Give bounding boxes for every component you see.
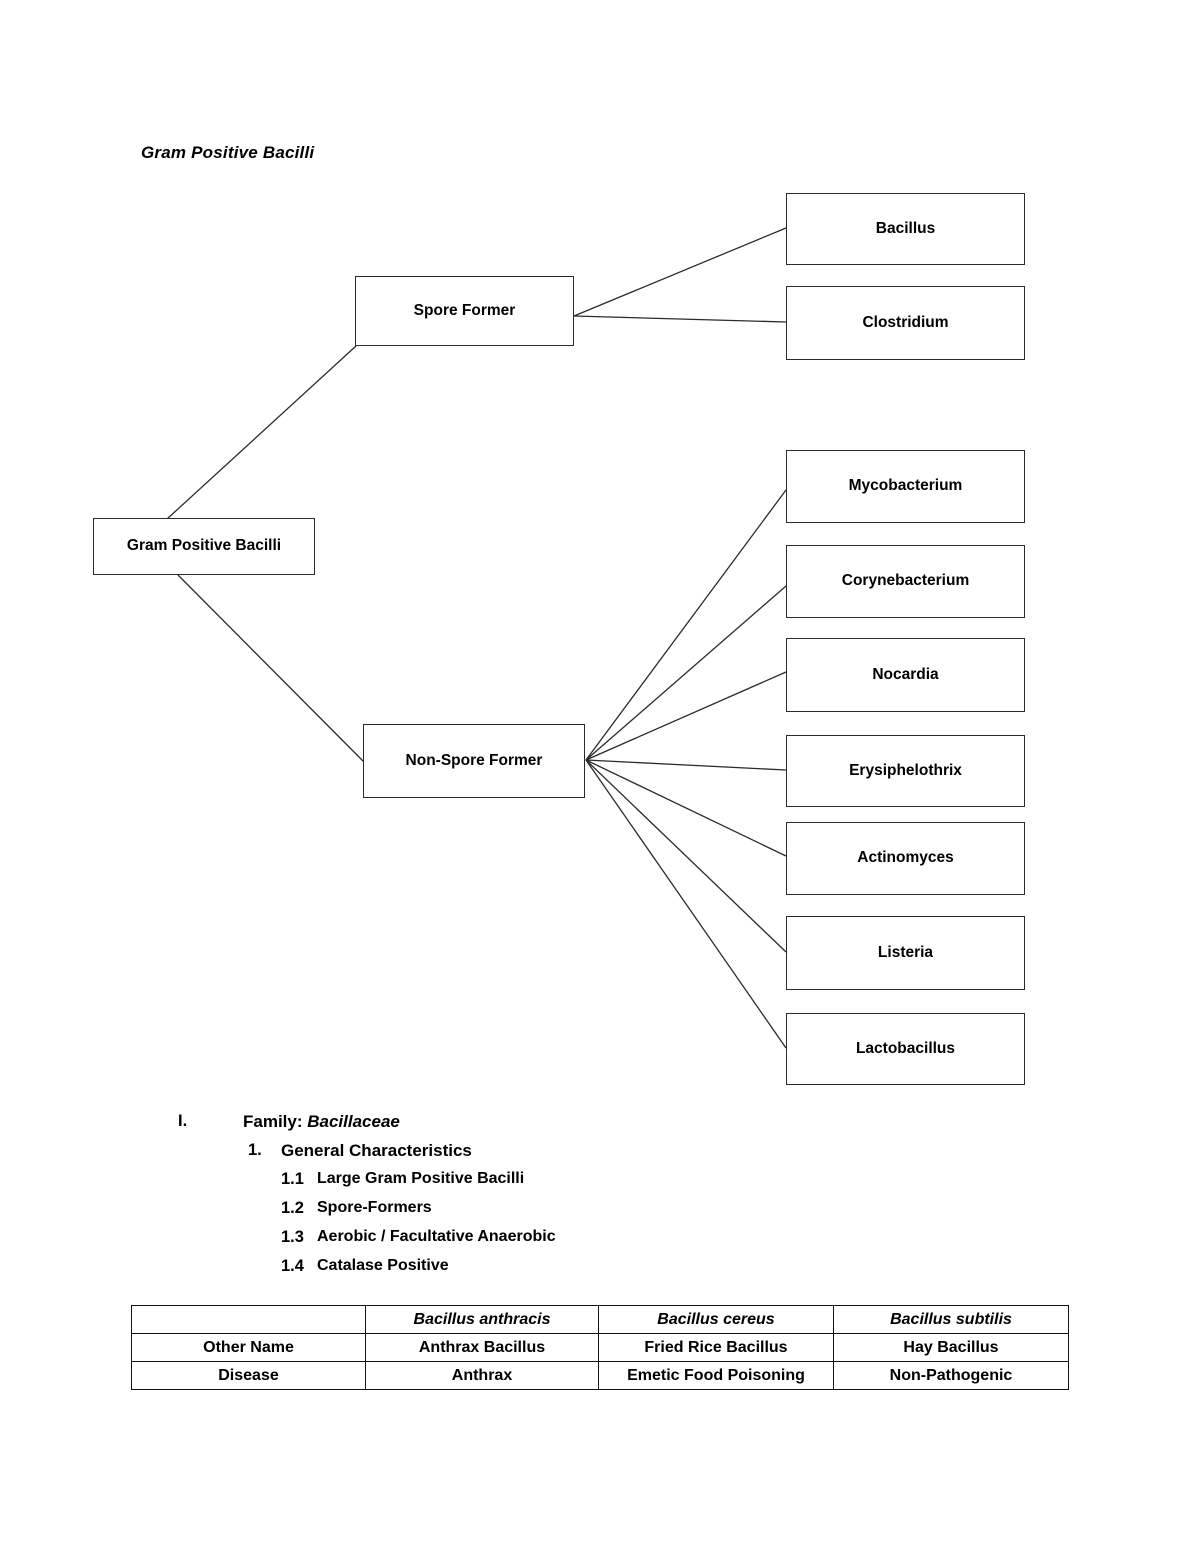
node-label: Bacillus bbox=[875, 219, 936, 237]
node-spore-former[interactable]: Spore Former bbox=[355, 276, 574, 346]
table-cell: Anthrax Bacillus bbox=[365, 1333, 599, 1362]
table-header-cell-subtilis: Bacillus subtilis bbox=[833, 1305, 1069, 1334]
outline-marker: 1. bbox=[248, 1141, 262, 1159]
node-label: Erysiphelothrix bbox=[849, 761, 962, 779]
outline-marker: 1.4 bbox=[281, 1257, 304, 1275]
table-header-cell-blank bbox=[131, 1305, 366, 1334]
outline-marker: 1.2 bbox=[281, 1199, 304, 1217]
diagram-connectors bbox=[166, 227, 787, 1049]
node-clostridium[interactable]: Clostridium bbox=[786, 286, 1025, 360]
outline-text-prefix: Family: bbox=[243, 1112, 308, 1131]
outline-text: Spore-Formers bbox=[317, 1199, 432, 1216]
table-row-label: Disease bbox=[131, 1361, 366, 1390]
table-body: Other Name Anthrax Bacillus Fried Rice B… bbox=[131, 1333, 1069, 1390]
node-nocardia[interactable]: Nocardia bbox=[786, 638, 1025, 712]
table-row: Disease Anthrax Emetic Food Poisoning No… bbox=[131, 1361, 1069, 1390]
node-gram-positive-bacilli[interactable]: Gram Positive Bacilli bbox=[93, 518, 315, 575]
outline-text: Large Gram Positive Bacilli bbox=[317, 1170, 525, 1187]
outline-item-1-3: 1.3 Aerobic / Facultative Anaerobic bbox=[0, 1228, 1200, 1257]
outline-text: General Characteristics bbox=[281, 1141, 472, 1160]
outline-text-italic: Bacillaceae bbox=[307, 1112, 400, 1131]
table-cell: Fried Rice Bacillus bbox=[598, 1333, 834, 1362]
outline-text: Family: Bacillaceae bbox=[243, 1112, 400, 1132]
node-mycobacterium[interactable]: Mycobacterium bbox=[786, 450, 1025, 523]
outline-text: Catalase Positive bbox=[317, 1257, 449, 1274]
table-header-row: Bacillus anthracis Bacillus cereus Bacil… bbox=[131, 1305, 1069, 1334]
outline-marker: 1.1 bbox=[281, 1170, 304, 1188]
table-cell: Emetic Food Poisoning bbox=[598, 1361, 834, 1390]
node-actinomyces[interactable]: Actinomyces bbox=[786, 822, 1025, 895]
outline-item-family: I. Family: Bacillaceae bbox=[0, 1112, 1200, 1141]
outline-item-1-2: 1.2 Spore-Formers bbox=[0, 1199, 1200, 1228]
outline-item-general-characteristics: 1. General Characteristics bbox=[0, 1141, 1200, 1170]
node-listeria[interactable]: Listeria bbox=[786, 916, 1025, 990]
table-row: Other Name Anthrax Bacillus Fried Rice B… bbox=[131, 1333, 1069, 1362]
node-corynebacterium[interactable]: Corynebacterium bbox=[786, 545, 1025, 618]
table-row-label: Other Name bbox=[131, 1333, 366, 1362]
node-label: Mycobacterium bbox=[848, 477, 963, 495]
node-label: Nocardia bbox=[872, 665, 939, 683]
outline-marker: I. bbox=[178, 1112, 188, 1130]
node-label: Listeria bbox=[877, 943, 934, 961]
node-non-spore-former[interactable]: Non-Spore Former bbox=[363, 724, 585, 798]
table-cell: Anthrax bbox=[365, 1361, 599, 1390]
bacillus-comparison-table: Bacillus anthracis Bacillus cereus Bacil… bbox=[131, 1305, 1069, 1390]
table-header-cell-cereus: Bacillus cereus bbox=[598, 1305, 834, 1334]
node-erysiphelothrix[interactable]: Erysiphelothrix bbox=[786, 735, 1025, 807]
page-title: Gram Positive Bacilli bbox=[141, 143, 315, 162]
table-cell: Hay Bacillus bbox=[833, 1333, 1069, 1362]
node-label: Clostridium bbox=[862, 313, 949, 331]
table-header: Bacillus anthracis Bacillus cereus Bacil… bbox=[131, 1305, 1069, 1334]
outline-item-1-4: 1.4 Catalase Positive bbox=[0, 1257, 1200, 1286]
outline-list: I. Family: Bacillaceae 1. General Charac… bbox=[0, 1112, 1200, 1286]
node-lactobacillus[interactable]: Lactobacillus bbox=[786, 1013, 1025, 1085]
table-header-cell-anthracis: Bacillus anthracis bbox=[365, 1305, 599, 1334]
node-label: Non-Spore Former bbox=[405, 751, 543, 769]
node-label: Spore Former bbox=[413, 301, 516, 319]
table-cell: Non-Pathogenic bbox=[833, 1361, 1069, 1390]
node-bacillus[interactable]: Bacillus bbox=[786, 193, 1025, 265]
node-label: Actinomyces bbox=[857, 849, 954, 867]
node-label: Gram Positive Bacilli bbox=[126, 537, 282, 555]
outline-marker: 1.3 bbox=[281, 1228, 304, 1246]
node-label: Corynebacterium bbox=[841, 572, 970, 590]
node-label: Lactobacillus bbox=[855, 1039, 956, 1057]
outline-item-1-1: 1.1 Large Gram Positive Bacilli bbox=[0, 1170, 1200, 1199]
outline-text: Aerobic / Facultative Anaerobic bbox=[317, 1228, 556, 1245]
